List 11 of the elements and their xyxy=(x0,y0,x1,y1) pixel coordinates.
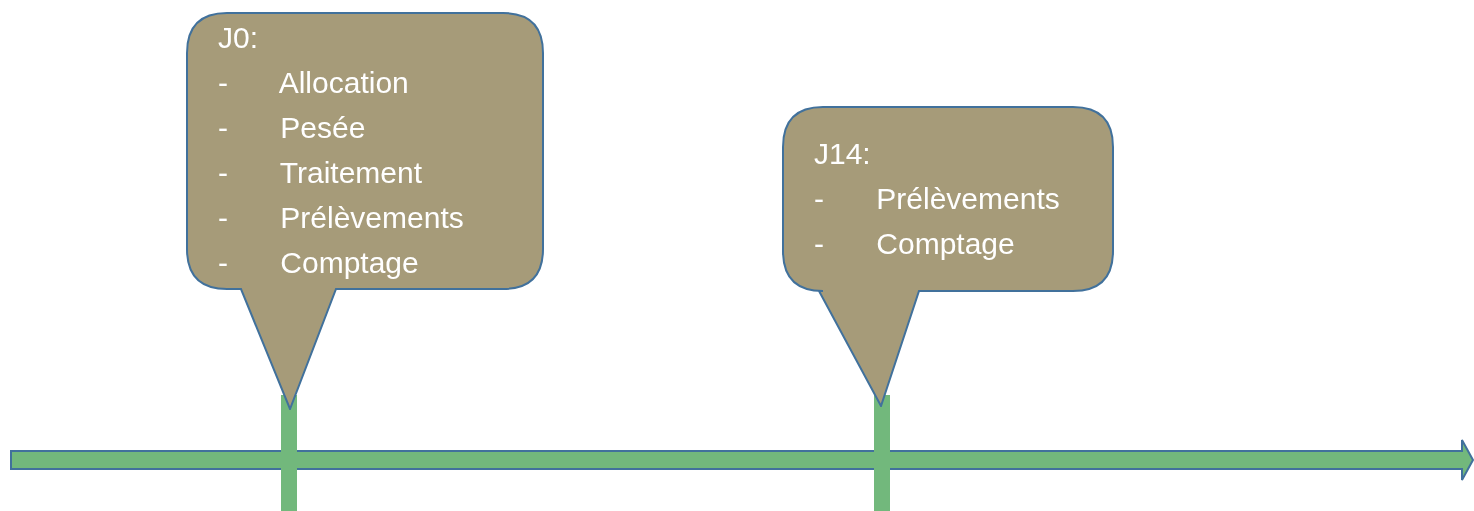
day-label: J14: xyxy=(814,135,871,172)
list-item: - Prélèvements xyxy=(218,200,464,236)
list-item: - Prélèvements xyxy=(814,180,1060,217)
list-item: - Allocation xyxy=(218,65,409,101)
callout-bubble xyxy=(186,12,544,410)
day-label: J0: xyxy=(218,20,259,56)
list-item: - Pesée xyxy=(218,110,366,146)
list-item: - Comptage xyxy=(814,225,1015,262)
list-item: - Comptage xyxy=(218,245,419,281)
callout-bubble xyxy=(782,106,1114,407)
list-item: - Traitement xyxy=(218,155,423,191)
